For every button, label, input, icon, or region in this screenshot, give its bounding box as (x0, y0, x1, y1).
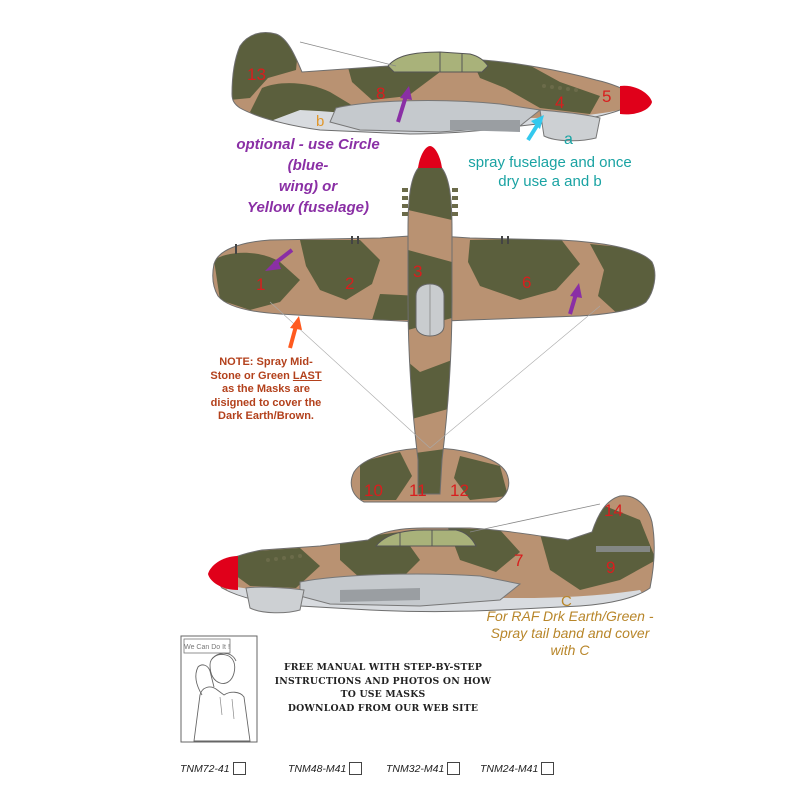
mask-number-8: 8 (376, 84, 385, 103)
raf-note-line-1: For RAF Drk Earth/Green - (486, 608, 654, 624)
arrow-purple-wing-left (265, 248, 294, 271)
product-code-label: TNM24-M41 (480, 762, 539, 775)
we-can-do-it-poster: We Can Do It ! (180, 635, 258, 743)
mask-number-1: 1 (256, 275, 265, 294)
product-code-checkbox[interactable] (541, 762, 555, 775)
mask-number-12: 12 (450, 481, 469, 500)
side-view-left (208, 495, 655, 614)
arrow-purple-wing-right (568, 283, 582, 315)
note-last-emphasis: LAST (292, 369, 322, 382)
mask-number-7: 7 (514, 551, 523, 570)
spinner-side-top (620, 85, 652, 115)
manual-line-2: INSTRUCTIONS AND PHOTOS ON HOW (274, 675, 492, 687)
mask-number-14: 14 (604, 501, 623, 520)
manual-line-1: FREE MANUAL WITH STEP-BY-STEP (283, 662, 483, 673)
mask-letter-b: b (316, 113, 324, 130)
mask-letter-a: a (564, 131, 573, 148)
raf-note: For RAF Drk Earth/Green - Spray tail ban… (478, 608, 662, 659)
note-line-4: disigned to cover the (210, 396, 322, 409)
product-code-checkbox[interactable] (232, 762, 246, 775)
manual-line-3: TO USE MASKS (340, 689, 426, 700)
product-code-label: TNM32-M41 (386, 762, 445, 775)
mask-number-6: 6 (522, 273, 531, 292)
note-line-1: NOTE: Spray Mid- (219, 356, 313, 368)
mask-number-3: 3 (413, 262, 422, 281)
note-line-2: Stone or Green (210, 369, 293, 382)
product-code-item: TNM32-M41 (386, 762, 461, 775)
raf-note-line-3: with C (550, 642, 590, 658)
mask-number-10: 10 (364, 481, 383, 500)
product-code-label: TNM72-41 (180, 762, 230, 775)
manual-line-4: DOWNLOAD FROM OUR WEB SITE (287, 702, 479, 714)
product-code-list: TNM72-41 TNM48-M41 TNM32-M41 TNM24-M41 (180, 762, 600, 780)
mask-number-9: 9 (606, 558, 615, 577)
mask-number-2: 2 (345, 274, 354, 293)
mask-number-4: 4 (555, 93, 564, 112)
optional-note-line-1: optional - use Circle (blue- (236, 136, 380, 174)
product-code-label: TNM48-M41 (288, 762, 347, 775)
optional-note-line-3: Yellow (fuselage) (247, 199, 369, 216)
spray-fuselage-note: spray fuselage and once dry use a and b (450, 153, 650, 191)
side-view-right (231, 32, 652, 142)
arrow-orange-note (288, 316, 302, 349)
arrow-purple-fuselage (396, 86, 412, 123)
raf-note-line-2: Spray tail band and cover (490, 625, 650, 641)
product-code-item: TNM48-M41 (288, 762, 363, 775)
mask-number-5: 5 (602, 87, 611, 106)
optional-note-line-2: wing) or (278, 178, 338, 195)
product-code-item: TNM24-M41 (480, 762, 555, 775)
mask-letter-c: C (561, 593, 572, 610)
spray-note-line-1: spray fuselage and once (468, 154, 632, 171)
optional-note: optional - use Circle (blue- wing) or Ye… (218, 134, 398, 218)
free-manual-notice: FREE MANUAL WITH STEP-BY-STEP INSTRUCTIO… (268, 661, 498, 715)
spinner-side-bottom (208, 556, 238, 590)
note-line-5: Dark Earth/Brown. (218, 410, 314, 422)
mask-number-13: 13 (247, 65, 266, 84)
spinner-top (418, 146, 442, 168)
spray-note-line-2: dry use a and b (498, 173, 602, 190)
plan-view (212, 146, 656, 503)
note-line-3: as the Masks are (221, 383, 311, 395)
product-code-item: TNM72-41 (180, 762, 246, 775)
product-code-checkbox[interactable] (349, 762, 363, 775)
poster-caption: We Can Do It ! (184, 644, 230, 651)
spray-order-note: NOTE: Spray Mid- Stone or Green LAST as … (196, 356, 336, 424)
arrow-cyan-fuselage (526, 115, 544, 142)
mask-number-11: 11 (409, 481, 427, 500)
product-code-checkbox[interactable] (447, 762, 461, 775)
